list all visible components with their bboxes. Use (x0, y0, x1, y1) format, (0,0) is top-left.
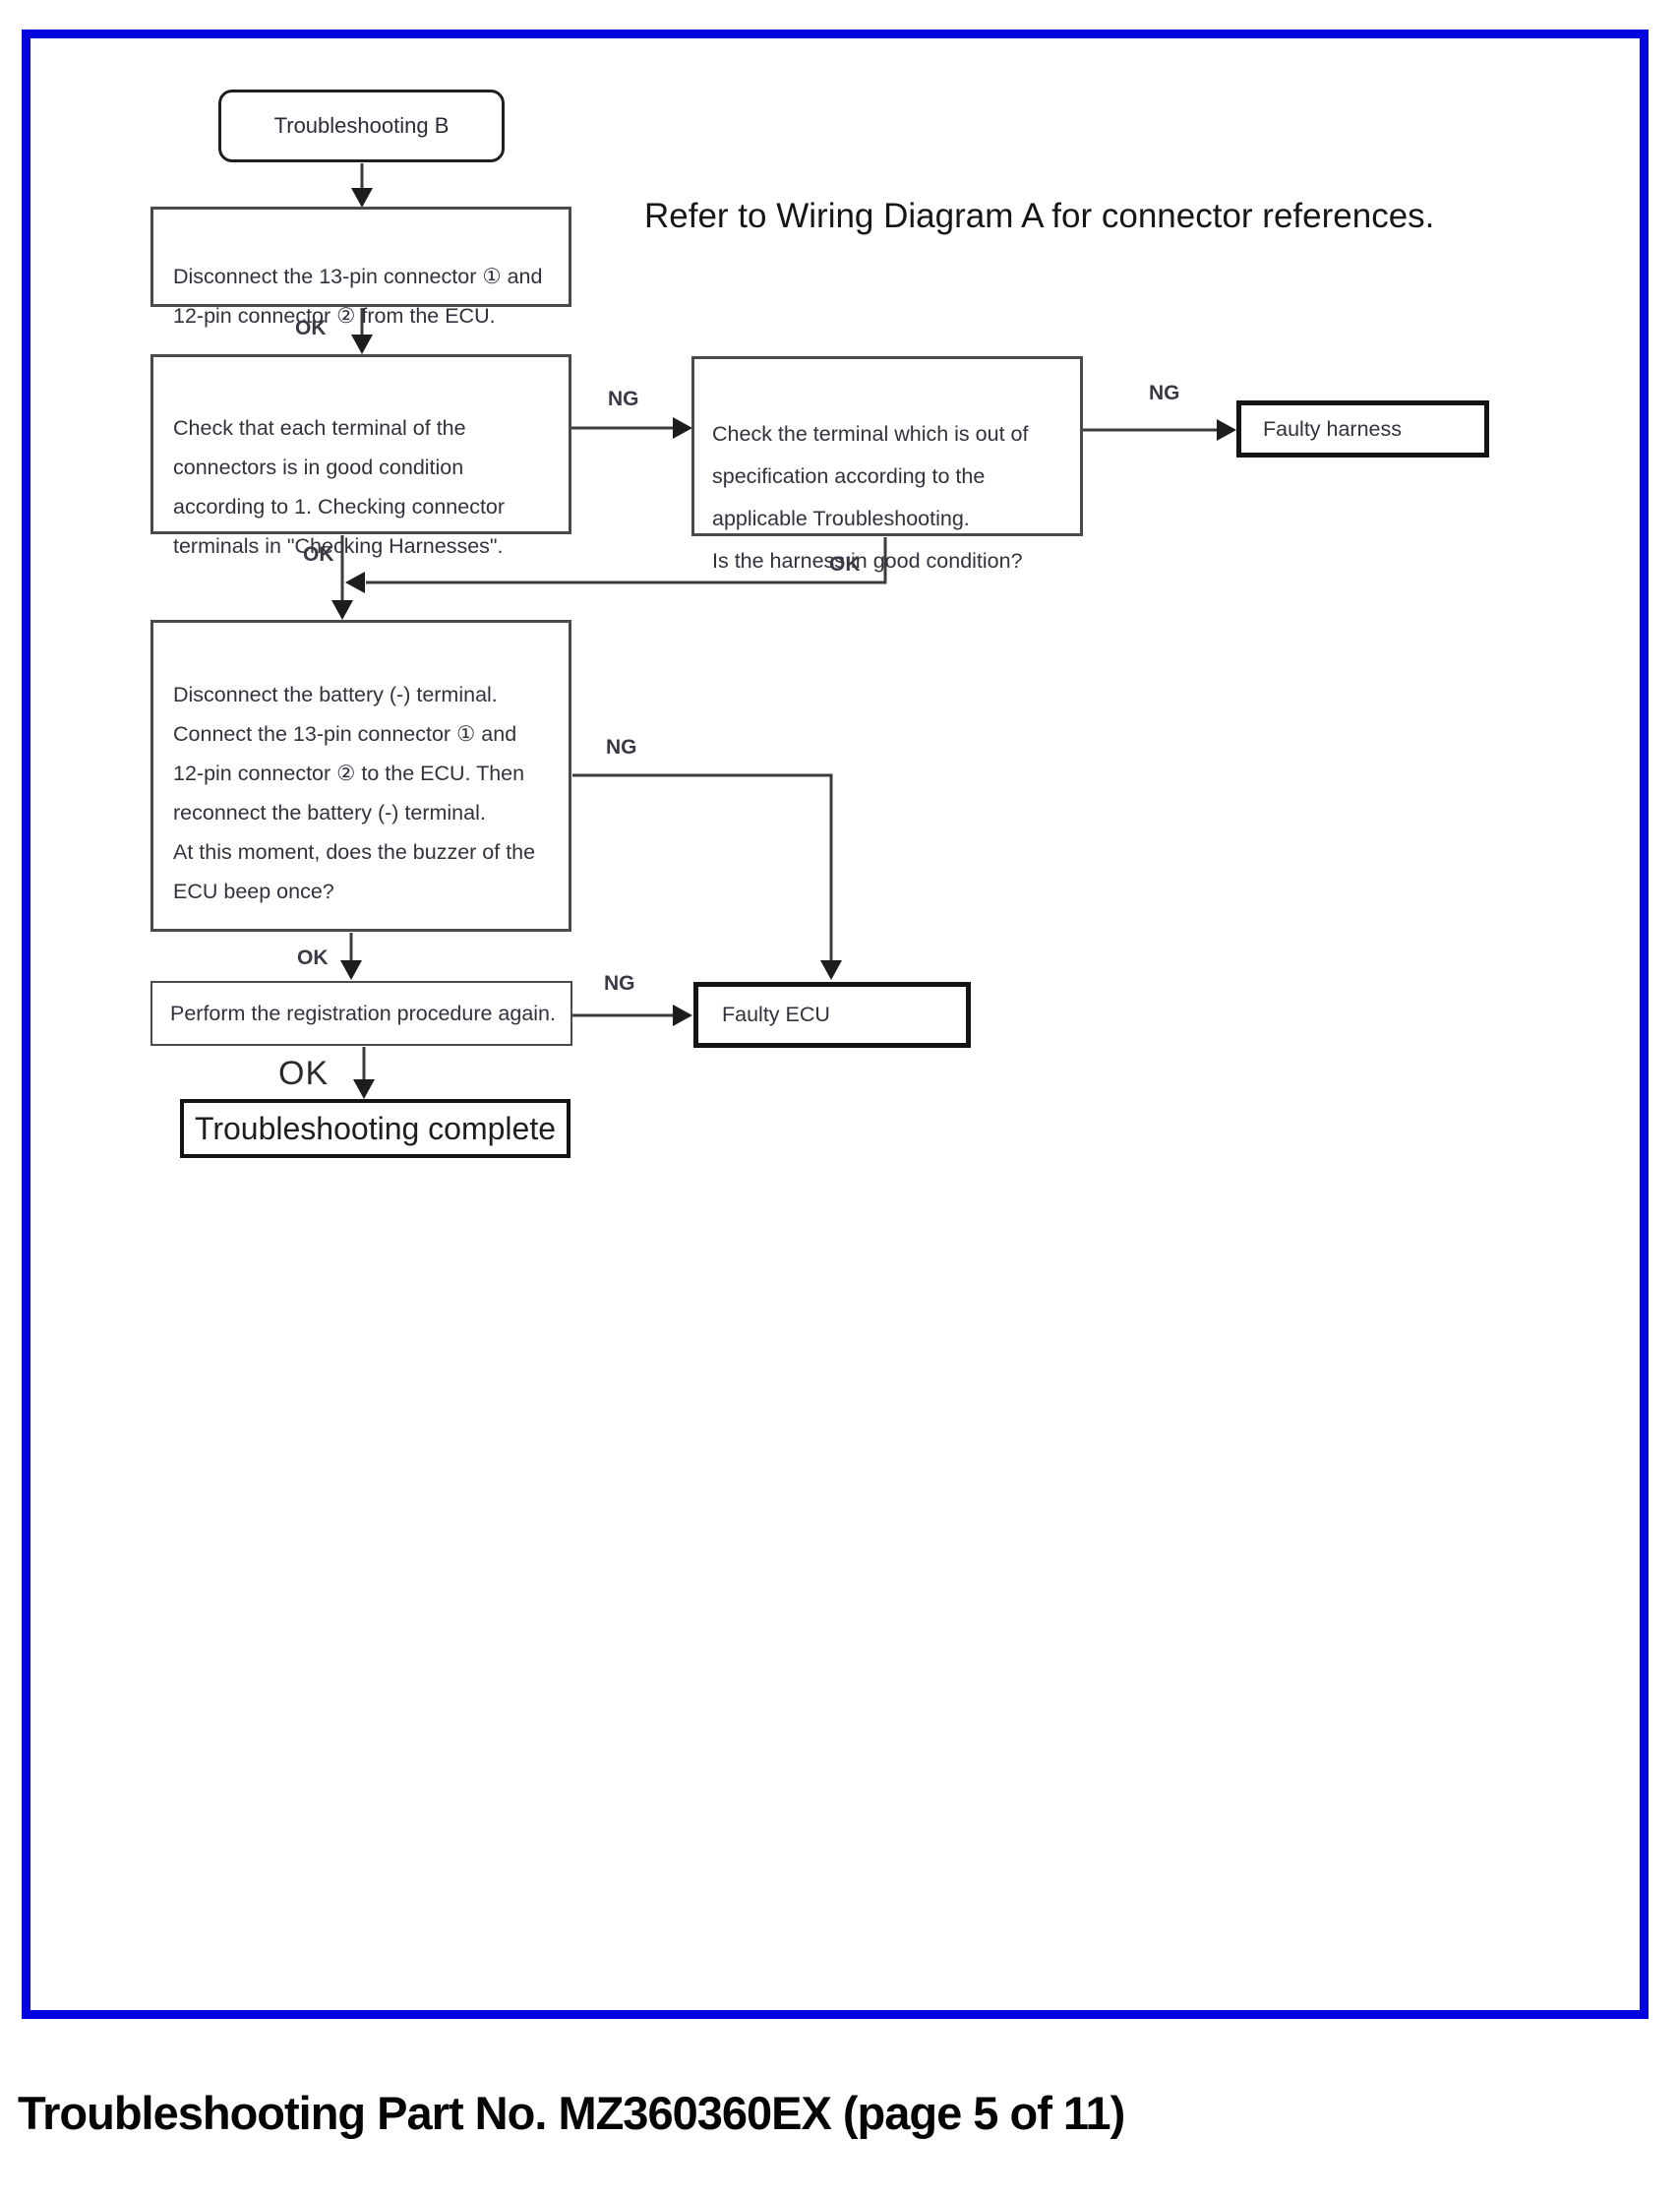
flow-node-disconnect-connectors-label: Disconnect the 13-pin connector ① and 12… (173, 265, 543, 328)
edge-label-step4-ng: NG (606, 736, 637, 759)
edge-label-step2-ok: OK (303, 543, 334, 566)
page-caption: Troubleshooting Part No. MZ360360EX (pag… (18, 2087, 1125, 2139)
flow-node-faulty-ecu: Faulty ECU (693, 982, 971, 1048)
edge-label-step3-ok: OK (829, 553, 861, 576)
flow-node-faulty-harness-label: Faulty harness (1263, 416, 1403, 441)
flow-node-registration-procedure: Perform the registration procedure again… (150, 981, 572, 1046)
edge-step2-to-step4-ok (331, 535, 353, 620)
flow-node-check-terminals-label: Check that each terminal of the connecto… (173, 416, 506, 558)
flow-node-disconnect-connectors: Disconnect the 13-pin connector ① and 12… (150, 207, 571, 328)
edge-step3-return-ok (345, 537, 887, 593)
flow-node-battery-buzzer-check: Disconnect the battery (-) terminal. Con… (150, 620, 571, 932)
edge-label-step1-ok: OK (295, 317, 327, 339)
edge-label-step2-ng: NG (608, 388, 639, 410)
edge-label-step5-ng: NG (604, 972, 635, 995)
flow-node-check-out-of-spec: Check the terminal which is out of speci… (691, 356, 1083, 573)
flow-node-troubleshooting-complete-label: Troubleshooting complete (194, 1110, 557, 1146)
flow-node-check-terminals: Check that each terminal of the connecto… (150, 354, 571, 558)
flow-node-start-label: Troubleshooting B (273, 113, 450, 138)
flow-node-registration-procedure-label: Perform the registration procedure again… (170, 1002, 556, 1025)
edge-step4-to-step5-ok (340, 933, 362, 980)
edge-step1-to-step2-ok (351, 308, 373, 354)
edge-step3-to-faulty-harness-ng (1083, 419, 1236, 441)
wiring-diagram-note: Refer to Wiring Diagram A for connector … (644, 197, 1435, 235)
flow-node-troubleshooting-complete: Troubleshooting complete (180, 1099, 570, 1158)
edge-step5-to-complete-ok (353, 1047, 375, 1099)
flow-node-check-out-of-spec-label: Check the terminal which is out of speci… (712, 422, 1029, 573)
edge-label-step3-ng: NG (1149, 382, 1180, 404)
flow-node-start: Troubleshooting B (218, 90, 505, 162)
edge-start-to-step1 (351, 163, 373, 208)
edge-label-step4-ok: OK (297, 947, 329, 969)
edge-step5-to-faulty-ecu-ng (572, 1005, 692, 1026)
flow-node-faulty-harness: Faulty harness (1236, 400, 1489, 458)
edge-label-step5-ok: OK (278, 1055, 330, 1092)
flow-node-faulty-ecu-label: Faulty ECU (722, 1003, 830, 1026)
edge-step4-to-faulty-ecu-ng (572, 773, 842, 980)
flow-node-battery-buzzer-check-label: Disconnect the battery (-) terminal. Con… (173, 683, 536, 903)
edge-step2-to-step3-ng (571, 417, 692, 439)
page-blue-frame (22, 30, 1649, 2019)
